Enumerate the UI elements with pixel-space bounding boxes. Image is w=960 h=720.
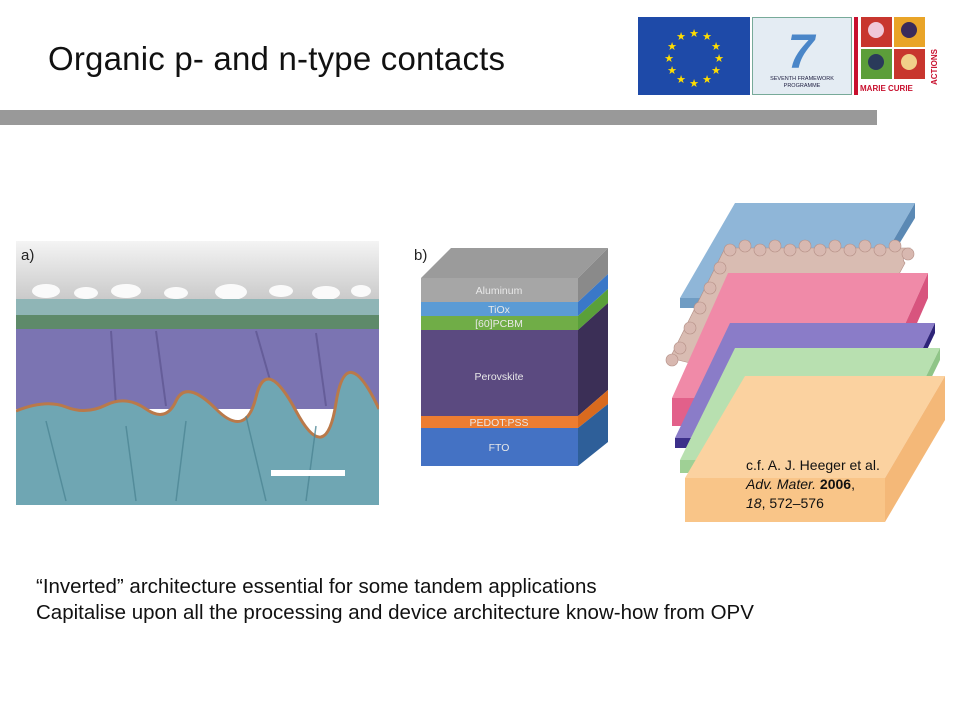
- fp7-logo: 7 SEVENTH FRAMEWORK PROGRAMME: [752, 17, 852, 95]
- svg-text:★: ★: [667, 41, 677, 53]
- svg-text:★: ★: [711, 65, 721, 77]
- bullet-item: “Inverted” architecture essential for so…: [36, 575, 597, 598]
- citation-year: 2006: [819, 476, 852, 492]
- svg-text:★: ★: [714, 53, 724, 65]
- mc-bottom-text: MARIE CURIE: [860, 84, 914, 93]
- mc-side-text: ACTIONS: [930, 48, 939, 85]
- fp7-line2: PROGRAMME: [784, 83, 821, 89]
- bullet-item: Capitalise upon all the processing and d…: [36, 601, 754, 624]
- exploded-layer-stack-diagram: [650, 198, 950, 528]
- fp7-mark: 7: [788, 26, 817, 79]
- svg-text:★: ★: [702, 31, 712, 43]
- layer-perovskite-label: Perovskite: [474, 371, 523, 383]
- device-stack-diagram: Aluminum TiOx [60]PCBM Perovskite PEDOT:…: [418, 244, 613, 472]
- svg-text:★: ★: [711, 41, 721, 53]
- svg-text:★: ★: [676, 31, 686, 43]
- layer-pcbm: [421, 316, 578, 330]
- layer-pedotpss-label: PEDOT:PSS: [470, 417, 529, 429]
- citation-pages: , 572–576: [761, 495, 824, 511]
- layer-aluminum: [421, 278, 578, 302]
- sem-cross-section-image: [16, 241, 379, 505]
- eu-flag-logo: ★ ★ ★ ★ ★ ★ ★ ★ ★ ★ ★ ★: [638, 17, 750, 95]
- citation-reference: c.f. A. J. Heeger et al. Adv. Mater. 200…: [746, 457, 880, 511]
- citation-line1: c.f. A. J. Heeger et al.: [746, 457, 880, 473]
- layer-tiox: [421, 302, 578, 316]
- svg-text:★: ★: [689, 78, 699, 90]
- layer-pcbm-label: [60]PCBM: [475, 318, 523, 330]
- svg-text:★: ★: [664, 53, 674, 65]
- header-divider-bar: [0, 110, 877, 125]
- svg-text:★: ★: [667, 65, 677, 77]
- figure-a-label: a): [21, 247, 35, 264]
- slide-title: Organic p- and n-type contacts: [48, 40, 506, 77]
- scale-bar: [271, 470, 345, 476]
- layer-pedotpss: [421, 416, 578, 428]
- layer-tiox-label: TiOx: [488, 304, 511, 316]
- citation-journal: Adv. Mater.: [746, 476, 817, 492]
- fp7-line1: SEVENTH FRAMEWORK: [770, 76, 834, 82]
- layer-perovskite: [421, 330, 578, 416]
- svg-text:★: ★: [676, 74, 686, 86]
- svg-text:★: ★: [702, 74, 712, 86]
- figure-b-label: b): [414, 247, 428, 264]
- layer-aluminum-label: Aluminum: [476, 285, 523, 297]
- bullet-list: “Inverted” architecture essential for so…: [36, 574, 754, 626]
- marie-curie-logo: MARIE CURIE ACTIONS: [854, 17, 941, 95]
- funding-logos: ★ ★ ★ ★ ★ ★ ★ ★ ★ ★ ★ ★ 7 SEVENTH FRAMEW…: [638, 17, 941, 95]
- layer-fto: [421, 428, 578, 466]
- svg-text:★: ★: [689, 28, 699, 40]
- citation-volume: 18: [746, 495, 762, 511]
- layer-fto-label: FTO: [489, 442, 510, 454]
